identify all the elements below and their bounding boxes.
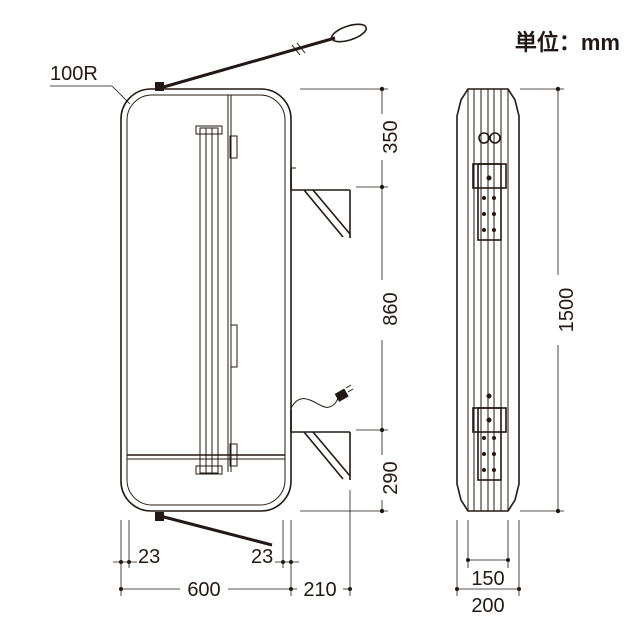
dim-depth-inner: 150 <box>471 568 504 590</box>
sign-housing-outer <box>120 88 292 512</box>
fixture-top <box>229 135 238 159</box>
fixture-middle <box>230 324 238 368</box>
front-view: 100R <box>50 23 368 547</box>
lamp-tube <box>199 127 219 474</box>
dim-height-bottom: 290 <box>380 461 402 494</box>
dim-margin-left: 23 <box>138 546 160 568</box>
dim-height-total: 1500 <box>556 288 578 333</box>
power-plug <box>334 388 349 402</box>
lamp-holder-top <box>195 125 223 135</box>
dim-depth-total: 200 <box>471 595 504 617</box>
sign-housing-inner <box>126 94 286 506</box>
lamp-holder-bottom <box>195 465 223 475</box>
dim-height-top: 350 <box>380 120 402 153</box>
top-cable <box>159 36 336 90</box>
side-dimensions: 1500 150 200 <box>455 86 578 617</box>
dim-margin-right: 23 <box>251 546 273 568</box>
side-view <box>456 88 520 512</box>
lower-bracket <box>290 410 351 480</box>
corner-radius-label: 100R <box>50 63 98 85</box>
cable-hole-left <box>478 132 490 144</box>
upper-bracket <box>290 167 351 238</box>
front-dimensions: 350 860 290 23 23 600 210 <box>113 86 402 601</box>
dim-height-mid: 860 <box>380 292 402 325</box>
bottom-cable-grommet <box>155 512 164 521</box>
bottom-cable <box>159 514 273 547</box>
top-cable-grommet <box>155 82 164 91</box>
cable-hole-right <box>489 132 501 144</box>
power-cord <box>290 397 339 409</box>
fixture-bottom <box>229 443 238 467</box>
cable-end-cap <box>330 23 368 43</box>
unit-label: 単位：mm <box>515 30 620 55</box>
side-upper-bracket <box>472 163 507 241</box>
side-lower-bracket <box>472 407 507 481</box>
dim-width-total: 600 <box>187 579 220 601</box>
dim-bracket-depth: 210 <box>303 579 336 601</box>
